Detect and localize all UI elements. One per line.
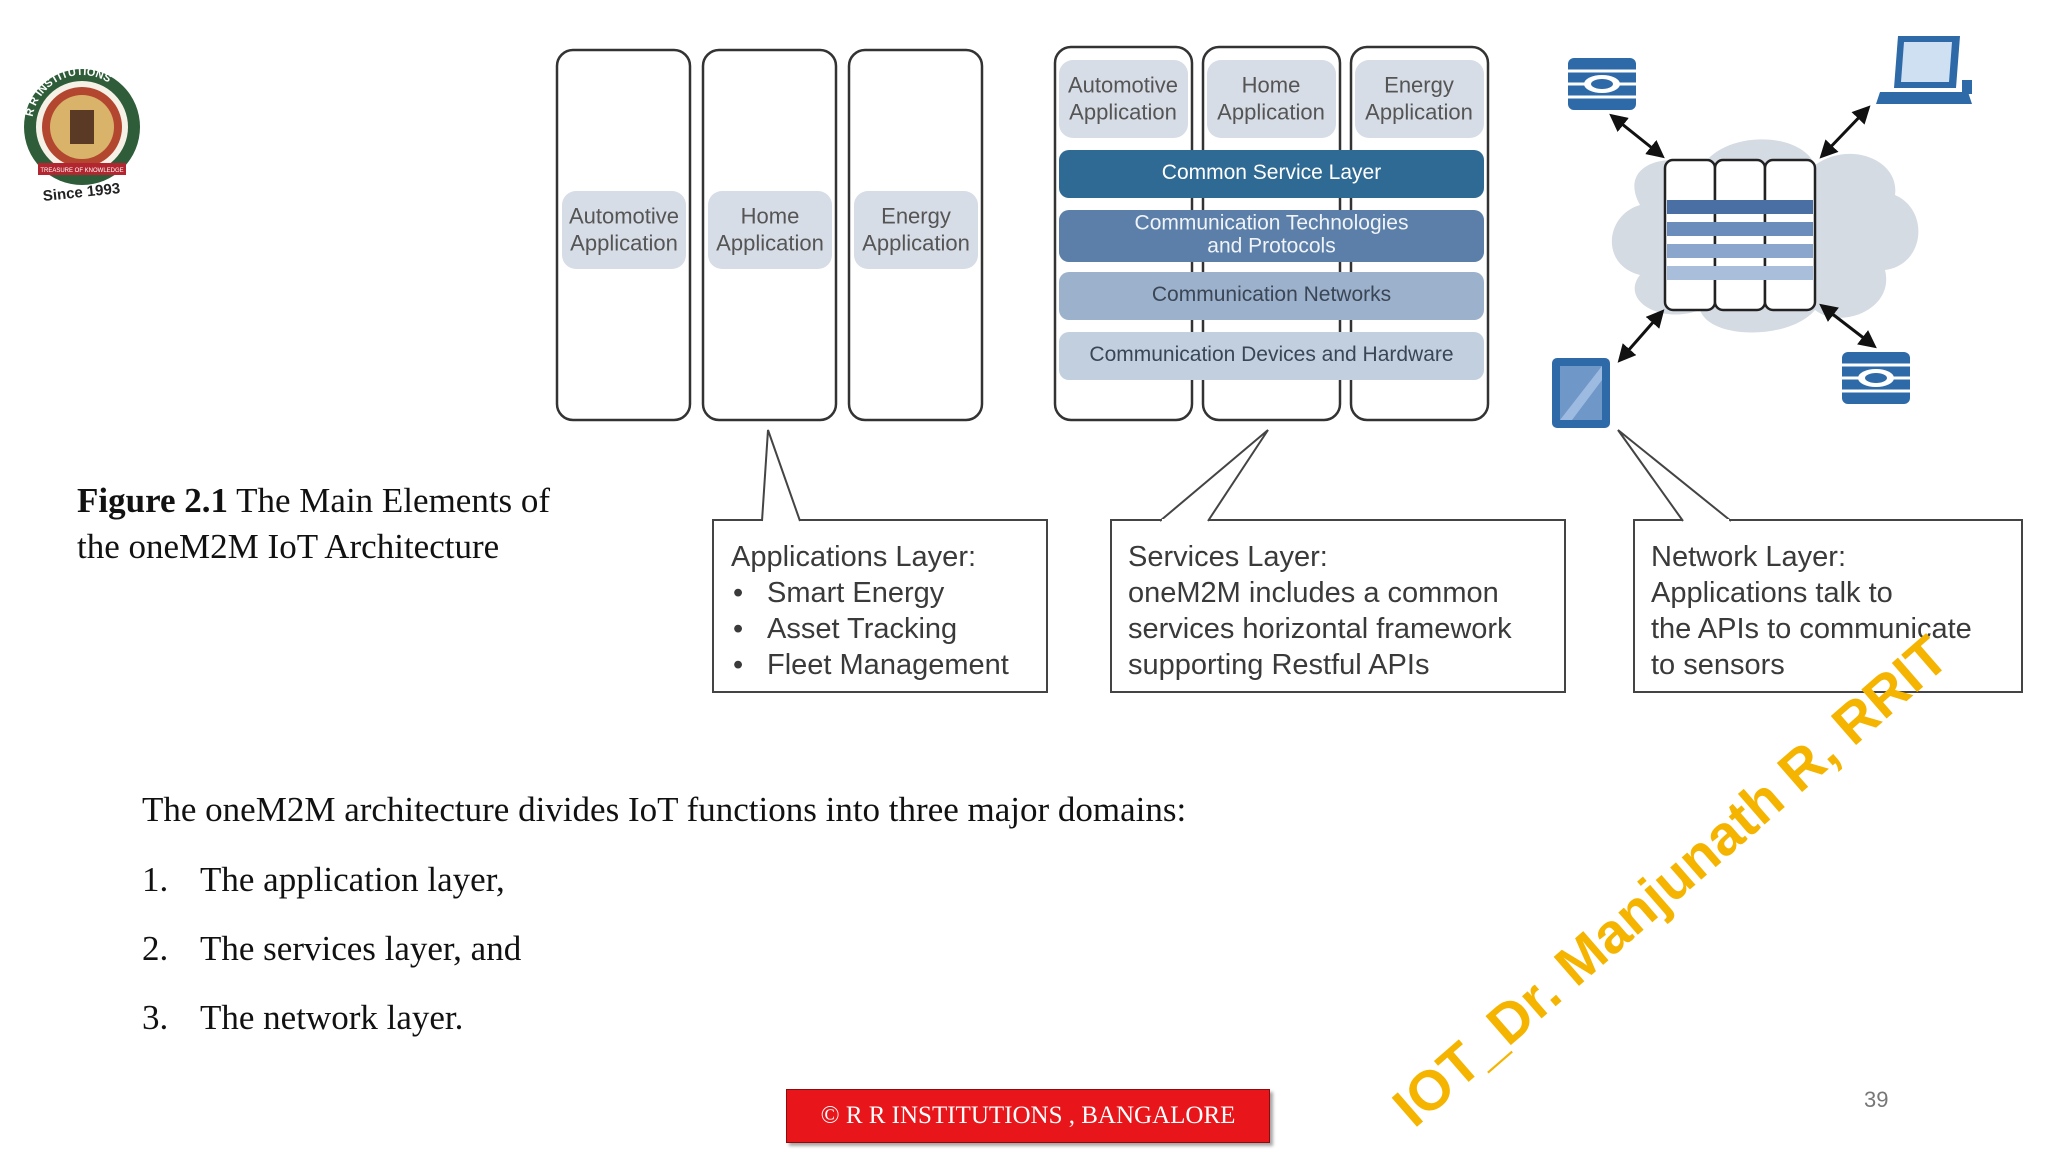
bullet-icon: • [733, 613, 743, 645]
left-app-box-1 [562, 191, 686, 269]
callout-title: Applications Layer: [731, 541, 976, 573]
computer-icon [1876, 36, 1972, 104]
service-layer-label: Common Service Layer [1162, 161, 1381, 184]
callout-services: Services Layer: oneM2M includes a common s… [1110, 429, 1566, 693]
service-layer-bar [1059, 150, 1484, 198]
left-app-box-2 [708, 191, 832, 269]
logo-banner-text: TREASURE OF KNOWLEDGE [40, 168, 123, 174]
callout-line: supporting Restful APIs [1128, 649, 1429, 681]
service-layer-bar [1059, 332, 1484, 380]
page-number: 39 [1864, 1087, 1889, 1112]
mid-app-box-1 [1059, 60, 1188, 138]
list-item: 3. The network layer. [142, 998, 463, 1038]
callout-line: the APIs to communicate [1651, 613, 1972, 645]
bullet-icon: • [733, 649, 743, 681]
institution-logo: R R INSTITUTIONS TREASURE OF KNOWLEDGE S… [18, 55, 146, 205]
list-item: 1. The application layer, [142, 860, 505, 900]
callout-bullet: Asset Tracking [767, 613, 957, 645]
copyright-footer: © R R INSTITUTIONS , BANGALORE [786, 1089, 1270, 1143]
service-layer-bar [1059, 272, 1484, 320]
svg-text:Applications Layer:•Smart Ener: Applications Layer: • Smart Energy • Asset T… [731, 541, 1009, 681]
callout-title: Network Layer: [1651, 541, 1846, 573]
figure-label: Figure 2.1 [77, 481, 229, 520]
service-layer-label: Communication Networks [1152, 283, 1391, 306]
list-number: 2. [142, 929, 169, 968]
list-number: 3. [142, 998, 169, 1037]
callout-line: oneM2M includes a common [1128, 577, 1499, 609]
svg-text:Network Layer:Applications tal: Network Layer: Applications talk to the AP… [1651, 541, 1972, 681]
callout-title: Services Layer: [1128, 541, 1328, 573]
caption-line2: the oneM2M IoT Architecture [77, 527, 500, 566]
firewall-icon [1842, 352, 1910, 404]
callout-bullet: Smart Energy [767, 577, 945, 609]
network-cluster [1552, 36, 1972, 428]
server-rack-icon [1663, 158, 1817, 312]
connection-arrows [1609, 105, 1877, 363]
callout-applications: Applications Layer: • Smart Energy • Asset T… [712, 429, 1048, 693]
callout-line: Applications talk to [1651, 577, 1893, 609]
callout-line: to sensors [1651, 649, 1785, 681]
callout-bullet: Fleet Management [767, 649, 1009, 681]
intro-paragraph: The oneM2M architecture divides IoT func… [142, 790, 1187, 829]
figure-caption: Figure 2.1 The Main Elements of the oneM… [77, 478, 637, 570]
left-app-box-3 [854, 191, 978, 269]
list-text: The network layer. [200, 998, 464, 1037]
caption-line1: The Main Elements of [228, 481, 551, 520]
list-item: 2. The services layer, and [142, 929, 521, 969]
mid-app-box-2 [1207, 60, 1336, 138]
bullet-icon: • [733, 577, 743, 609]
svg-text:Services Layer:oneM2M includes: Services Layer: oneM2M includes a common s… [1128, 541, 1512, 681]
service-layer-label: Communication Devices and Hardware [1089, 343, 1453, 366]
tablet-icon [1552, 358, 1610, 428]
list-number: 1. [142, 860, 169, 899]
callout-network: Network Layer: Applications talk to the AP… [1617, 429, 2023, 693]
mid-app-box-3 [1355, 60, 1484, 138]
service-layer-bar [1059, 210, 1484, 262]
firewall-icon [1568, 58, 1636, 110]
callout-line: services horizontal framework [1128, 613, 1512, 645]
list-text: The application layer, [200, 860, 505, 899]
list-text: The services layer, and [200, 929, 522, 968]
